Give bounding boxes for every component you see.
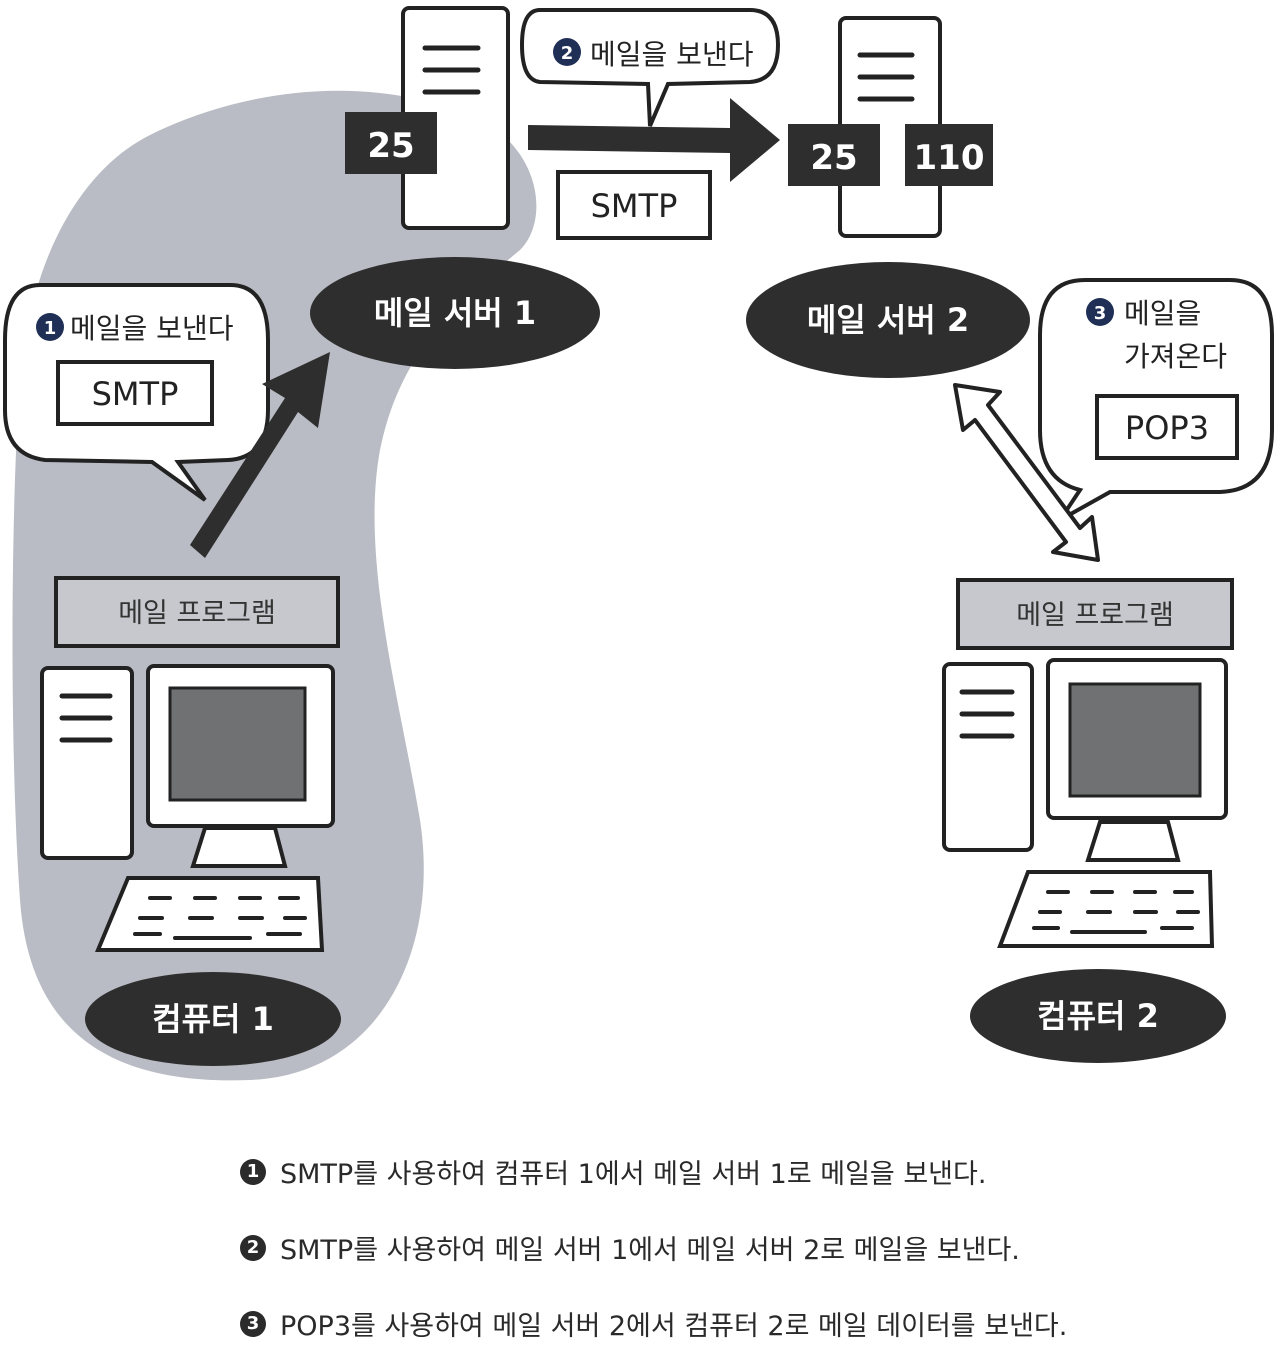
svg-text:110: 110 <box>914 138 985 178</box>
svg-text:1: 1 <box>44 318 57 339</box>
mail-flow-diagram: 25 25 110 SMTP 2 메일을 보낸다 메일 서버 1 메일 서버 2 <box>3 6 1274 1081</box>
caption-step-2-number: 2 <box>240 1234 266 1261</box>
svg-text:컴퓨터 1: 컴퓨터 1 <box>152 1000 274 1038</box>
svg-text:메일 서버 2: 메일 서버 2 <box>807 301 969 339</box>
caption-step-2: 2 SMTP를 사용하여 메일 서버 1에서 메일 서버 2로 메일을 보낸다. <box>240 1228 1020 1267</box>
svg-text:메일 서버 1: 메일 서버 1 <box>374 294 536 332</box>
speech-bubble-step-2: 2 메일을 보낸다 <box>519 8 781 127</box>
caption-step-3: 3 POP3를 사용하여 메일 서버 2에서 컴퓨터 2로 메일 데이터를 보낸… <box>240 1304 1067 1343</box>
pop3-box <box>1095 394 1239 460</box>
caption-step-3-number: 3 <box>240 1310 266 1337</box>
caption-step-1-text: SMTP를 사용하여 컴퓨터 1에서 메일 서버 1로 메일을 보낸다. <box>280 1159 987 1190</box>
caption-step-2-text: SMTP를 사용하여 메일 서버 1에서 메일 서버 2로 메일을 보낸다. <box>280 1235 1020 1266</box>
svg-text:2: 2 <box>561 43 574 64</box>
svg-text:SMTP: SMTP <box>92 375 179 413</box>
double-arrow-server2-computer2 <box>953 383 1100 562</box>
step-2-circle-icon <box>553 38 581 66</box>
computer-2-icon <box>942 658 1228 948</box>
smtp-box-servers: SMTP <box>556 170 712 240</box>
svg-text:가져온다: 가져온다 <box>1124 340 1227 373</box>
server-2-port-25-badge: 25 <box>788 124 880 186</box>
computer-2-label: 컴퓨터 2 <box>970 969 1226 1063</box>
speech-bubble-step-1: 1 메일을 보낸다 SMTP <box>3 283 270 502</box>
svg-text:3: 3 <box>1094 303 1107 324</box>
svg-text:메일 프로그램: 메일 프로그램 <box>1016 600 1174 631</box>
caption-step-3-text: POP3를 사용하여 메일 서버 2에서 컴퓨터 2로 메일 데이터를 보낸다. <box>280 1311 1068 1342</box>
step-3-circle-icon <box>1086 298 1114 326</box>
svg-text:POP3: POP3 <box>1125 409 1209 447</box>
svg-text:25: 25 <box>810 138 857 178</box>
arrow-computer1-to-server1 <box>190 352 330 558</box>
svg-text:컴퓨터 2: 컴퓨터 2 <box>1037 997 1159 1035</box>
arrow-server1-to-server2 <box>528 98 780 182</box>
server-1-port-badge: 25 <box>345 112 437 174</box>
server-2-label: 메일 서버 2 <box>746 262 1030 378</box>
server-1-label: 메일 서버 1 <box>310 257 600 369</box>
caption-step-1-number: 1 <box>240 1158 266 1185</box>
svg-text:메일 프로그램: 메일 프로그램 <box>118 598 276 629</box>
svg-text:메일을 보낸다: 메일을 보낸다 <box>590 38 753 71</box>
mail-program-bar-2: 메일 프로그램 <box>956 578 1234 650</box>
smtp-box-client <box>56 360 214 426</box>
svg-text:메일을 보낸다: 메일을 보낸다 <box>70 312 233 345</box>
svg-text:메일을: 메일을 <box>1124 297 1201 330</box>
svg-text:SMTP: SMTP <box>591 187 678 225</box>
mail-program-bar-1: 메일 프로그램 <box>54 576 340 648</box>
svg-text:25: 25 <box>367 126 414 166</box>
speech-bubble-step-3: 3 메일을 가져온다 POP3 <box>1038 278 1274 522</box>
computer-1-label: 컴퓨터 1 <box>85 972 341 1066</box>
caption-step-1: 1 SMTP를 사용하여 컴퓨터 1에서 메일 서버 1로 메일을 보낸다. <box>240 1152 986 1191</box>
server-2-port-110-badge: 110 <box>905 124 993 186</box>
step-1-circle-icon <box>36 313 64 341</box>
computer-1-icon <box>40 664 335 952</box>
